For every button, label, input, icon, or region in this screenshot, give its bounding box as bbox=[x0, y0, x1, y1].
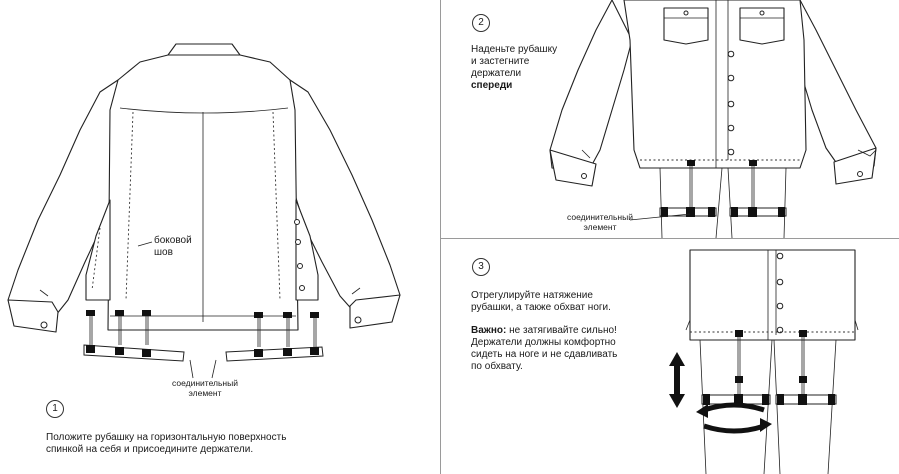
step-2-number: 2 bbox=[472, 14, 490, 32]
side-seam-label-line2: шов bbox=[154, 247, 173, 258]
step-2-line3: держатели bbox=[471, 68, 522, 79]
step-2-connector-label-line2: элемент bbox=[583, 222, 617, 232]
leg-adjustment-illustration bbox=[685, 249, 859, 474]
side-seam-label-line1: боковой bbox=[154, 235, 192, 246]
horizontal-divider bbox=[440, 238, 899, 239]
vertical-double-arrow-icon bbox=[669, 352, 685, 408]
step-3-line5: сидеть на ноге и не сдавливать bbox=[471, 349, 618, 360]
step-3-warning-rest: не затягивайте сильно! bbox=[506, 325, 617, 336]
step-3-line2: рубашки, а также обхват ноги. bbox=[471, 302, 611, 313]
step-3-number: 3 bbox=[472, 258, 490, 276]
step-3-line1: Отрегулируйте натяжение bbox=[471, 290, 593, 301]
step-1-instruction-line2: спинкой на себя и присоедините держатели… bbox=[46, 444, 254, 455]
step-3-line6: по обхвату. bbox=[471, 361, 523, 372]
connector-label-line1: соединительный bbox=[172, 378, 238, 388]
step-3-line4: Держатели должны комфортно bbox=[471, 337, 616, 348]
step-2-line2: и застегните bbox=[471, 56, 530, 67]
shirt-front-illustration bbox=[549, 0, 877, 239]
step-3-warning: Важно: не затягивайте сильно! bbox=[471, 325, 617, 337]
curved-double-arrow-icon bbox=[696, 402, 772, 434]
step-3-warning-bold: Важно: bbox=[471, 325, 507, 336]
step-2-line4-bold: спереди bbox=[471, 80, 513, 91]
step-2-connector-label-line1: соединительный bbox=[567, 212, 633, 222]
vertical-divider bbox=[440, 0, 441, 474]
shirt-back-illustration bbox=[7, 43, 401, 379]
step-1-number: 1 bbox=[46, 400, 64, 418]
step-1-instruction-line1: Положите рубашку на горизонтальную повер… bbox=[46, 432, 287, 443]
step-2-line1: Наденьте рубашку bbox=[471, 44, 558, 55]
connector-label-line2: элемент bbox=[188, 388, 222, 398]
